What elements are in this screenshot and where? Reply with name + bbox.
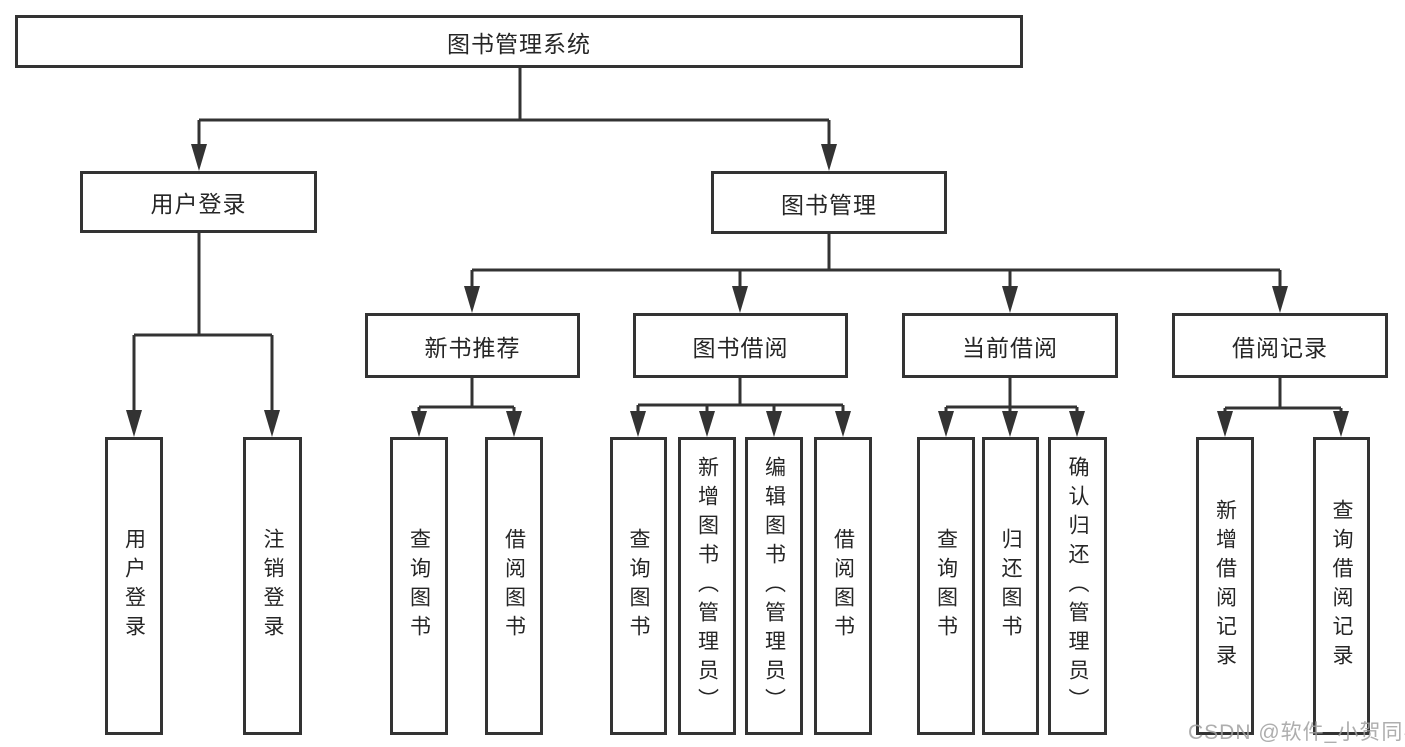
arrowhead-br-query-record bbox=[1333, 411, 1349, 437]
leaf-rec-query-books-label: 查询图书 bbox=[407, 528, 431, 644]
arrowhead-cb-query-books bbox=[938, 411, 954, 437]
leaf-br-add-record: 新增借阅记录 bbox=[1196, 437, 1254, 735]
arrowhead-user-login-group bbox=[191, 144, 207, 171]
arrowhead-user-login bbox=[126, 410, 142, 437]
edge-new-book-rec-trunk bbox=[417, 378, 516, 414]
node-new-book-recommendation-label: 新书推荐 bbox=[424, 334, 521, 361]
arrowhead-cb-return-books bbox=[1002, 411, 1018, 437]
leaf-br-add-record-label: 新增借阅记录 bbox=[1213, 499, 1237, 673]
arrowhead-book-borrow bbox=[732, 286, 748, 313]
leaf-cb-return-books-label: 归还图书 bbox=[999, 528, 1022, 644]
leaf-bb-borrow-books-label: 借阅图书 bbox=[831, 528, 855, 644]
node-current-borrowing: 当前借阅 bbox=[902, 313, 1118, 378]
leaf-br-query-record-label: 查询借阅记录 bbox=[1330, 499, 1353, 673]
leaf-rec-borrow-books-label: 借阅图书 bbox=[502, 528, 526, 644]
node-book-management-label: 图书管理 bbox=[781, 191, 877, 218]
leaf-cb-return-books: 归还图书 bbox=[982, 437, 1039, 735]
edge-book-borrow-trunk bbox=[636, 378, 845, 414]
leaf-cb-query-books-label: 查询图书 bbox=[934, 528, 958, 644]
node-book-borrowing-label: 图书借阅 bbox=[692, 334, 789, 361]
leaf-bb-edit-books: 编辑图书（管理员） bbox=[745, 437, 803, 735]
edge-user-login-trunk bbox=[132, 233, 274, 413]
arrowhead-rec-query-books bbox=[411, 411, 427, 437]
leaf-bb-edit-books-label: 编辑图书（管理员） bbox=[762, 455, 786, 717]
node-library-system-label: 图书管理系统 bbox=[447, 30, 591, 57]
arrowhead-bb-edit-books bbox=[766, 411, 782, 437]
leaf-bb-borrow-books: 借阅图书 bbox=[814, 437, 872, 735]
node-user-login-group-label: 用户登录 bbox=[150, 191, 247, 217]
leaf-bb-add-books-label: 新增图书（管理员） bbox=[695, 455, 719, 717]
leaf-cb-query-books: 查询图书 bbox=[917, 437, 975, 735]
edge-borrow-records-trunk bbox=[1223, 378, 1343, 414]
node-borrowing-records: 借阅记录 bbox=[1172, 313, 1388, 378]
arrowhead-new-book-rec bbox=[464, 286, 480, 313]
node-library-system: 图书管理系统 bbox=[15, 15, 1023, 68]
leaf-bb-add-books: 新增图书（管理员） bbox=[678, 437, 736, 735]
leaf-cb-confirm-return: 确认归还（管理员） bbox=[1048, 437, 1107, 735]
node-current-borrowing-label: 当前借阅 bbox=[962, 334, 1058, 361]
edge-root-trunk bbox=[197, 68, 831, 148]
leaf-cb-confirm-return-label: 确认归还（管理员） bbox=[1066, 455, 1089, 717]
arrowhead-borrow-records bbox=[1272, 286, 1288, 313]
leaf-rec-borrow-books: 借阅图书 bbox=[485, 437, 543, 735]
csdn-watermark: CSDN @软件_小贺同学 bbox=[1188, 721, 1405, 744]
node-borrowing-records-label: 借阅记录 bbox=[1232, 334, 1328, 361]
arrowhead-bb-add-books bbox=[699, 411, 715, 437]
edge-current-borrow-trunk bbox=[944, 378, 1079, 414]
node-book-management: 图书管理 bbox=[711, 171, 947, 234]
leaf-user-login: 用户登录 bbox=[105, 437, 163, 735]
arrowhead-current-borrow bbox=[1002, 286, 1018, 313]
arrowhead-cb-confirm-return bbox=[1069, 411, 1085, 437]
arrowhead-logout bbox=[264, 410, 280, 437]
leaf-br-query-record: 查询借阅记录 bbox=[1313, 437, 1370, 735]
leaf-bb-query-books-label: 查询图书 bbox=[627, 528, 650, 644]
leaf-logout-label: 注销登录 bbox=[261, 528, 284, 644]
arrowhead-bb-borrow-books bbox=[835, 411, 851, 437]
arrowhead-rec-borrow-books bbox=[506, 411, 522, 437]
arrowhead-book-management bbox=[821, 144, 837, 171]
node-new-book-recommendation: 新书推荐 bbox=[365, 313, 580, 378]
leaf-rec-query-books: 查询图书 bbox=[390, 437, 448, 735]
node-book-borrowing: 图书借阅 bbox=[633, 313, 848, 378]
leaf-user-login-label: 用户登录 bbox=[122, 528, 146, 644]
edge-book-management-trunk bbox=[470, 234, 1282, 289]
arrowhead-bb-query-books bbox=[630, 411, 646, 437]
node-user-login-group: 用户登录 bbox=[80, 171, 317, 233]
arrowhead-br-add-record bbox=[1217, 411, 1233, 437]
leaf-bb-query-books: 查询图书 bbox=[610, 437, 667, 735]
leaf-logout: 注销登录 bbox=[243, 437, 302, 735]
